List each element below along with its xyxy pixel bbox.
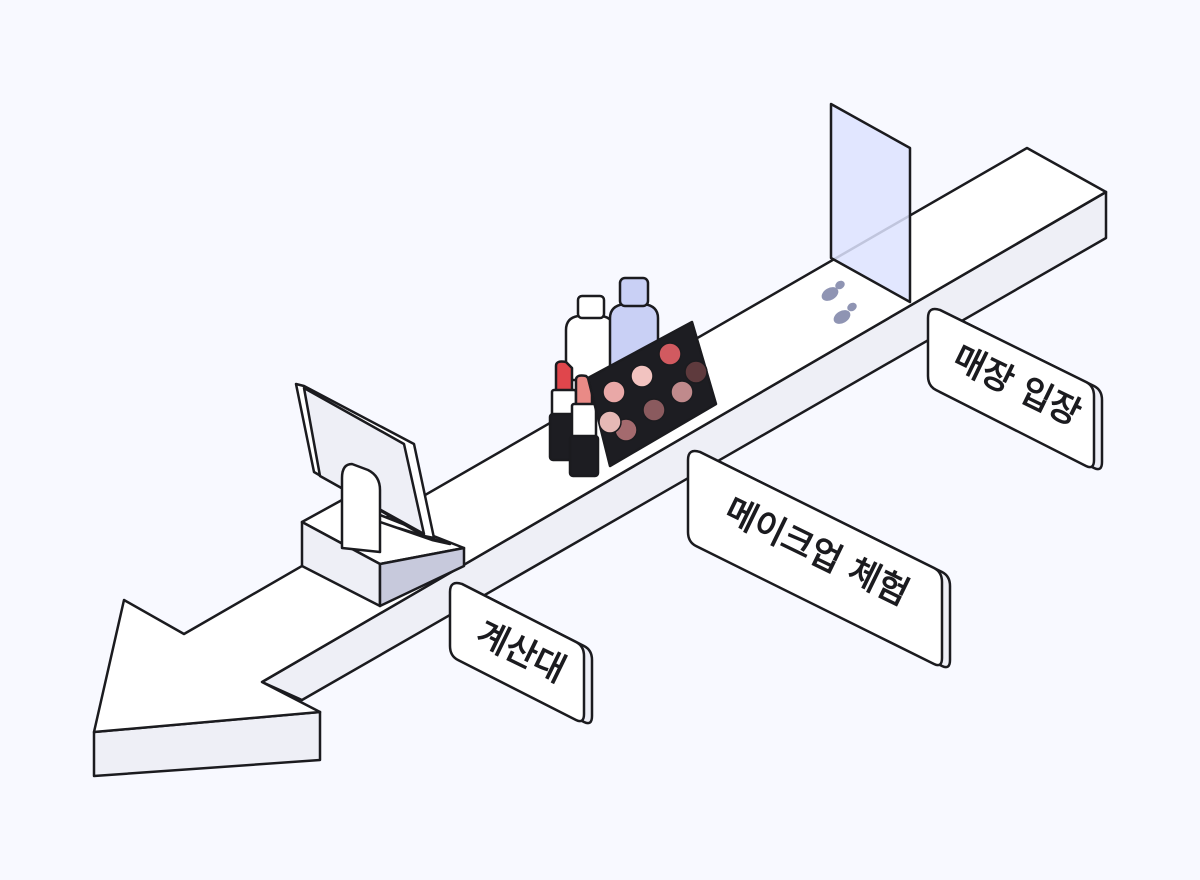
glass-entry-door xyxy=(829,102,912,304)
palette-shades xyxy=(598,342,708,442)
palette-shade xyxy=(598,410,622,434)
palette-shade xyxy=(642,398,666,422)
palette-shade xyxy=(602,380,626,404)
palette-shade xyxy=(630,364,654,388)
palette-shade xyxy=(670,380,694,404)
arrow-top xyxy=(92,146,1108,734)
palette-shade xyxy=(684,360,708,384)
eyeshadow-palette xyxy=(586,320,718,468)
lipstick-pink xyxy=(568,374,600,478)
palette-shade xyxy=(658,342,682,366)
sign-entry: 매장 입장 xyxy=(926,307,1104,471)
arrow-path xyxy=(92,146,1108,778)
sign-makeup: 메이크업 체험 xyxy=(686,449,952,669)
cash-register xyxy=(294,382,466,608)
sign-checkout: 계산대 xyxy=(448,581,594,725)
footprints-icon xyxy=(821,280,857,324)
lipsticks xyxy=(548,360,600,478)
